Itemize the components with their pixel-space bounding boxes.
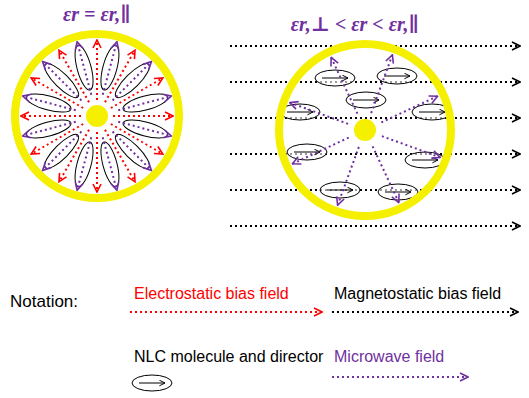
coaxial-cross-section: εr = εr,∥ [10, 29, 184, 203]
coaxial-cross-section: εr,⊥ < εr < εr,∥ [274, 39, 456, 221]
microwave-line [23, 96, 76, 110]
electrostatic-sample [130, 311, 322, 313]
director-arrow [322, 78, 348, 79]
electrostatic-line [21, 115, 81, 117]
microwave-line [118, 96, 171, 110]
nlc-molecule [97, 44, 122, 92]
parallel-alignment-figure [280, 55, 452, 205]
microwave-sample [332, 376, 468, 378]
nlc-molecule [346, 92, 386, 108]
electrostatic-line [105, 130, 135, 182]
microwave-line [103, 42, 117, 95]
radial-alignment-figure [21, 40, 173, 192]
electrostatic-line [59, 50, 89, 102]
nlc-molecule [71, 44, 96, 92]
microwave-line [103, 137, 117, 190]
electrostatic-line [111, 124, 163, 154]
magnetostatic-line [230, 153, 520, 155]
microwave-line [23, 122, 76, 136]
director-arrow [385, 192, 411, 193]
inner-conductor [86, 105, 108, 127]
microwave-line [373, 146, 399, 202]
nlc-molecule [320, 182, 360, 198]
microwave-line [331, 57, 357, 113]
magnetostatic-line [230, 81, 520, 83]
nlc-molecule [97, 140, 122, 188]
permittivity-label: εr = εr,∥ [63, 2, 131, 26]
microwave-line [43, 62, 82, 101]
outer-conductor-ring [10, 29, 184, 203]
electrostatic-line [96, 132, 98, 192]
nlc-molecule [315, 70, 355, 86]
electrostatic-line [113, 115, 173, 117]
director-arrow [287, 112, 313, 113]
nlc-molecule [25, 90, 73, 115]
microwave-line [113, 132, 152, 171]
magnetostatic-line [230, 189, 520, 191]
microwave-line [43, 132, 82, 171]
nlc-molecule [377, 68, 417, 84]
microwave-line [338, 147, 359, 205]
director-arrow [384, 76, 410, 77]
electrostatic-line [31, 124, 83, 154]
microwave-line [77, 137, 91, 190]
outer-conductor-ring [274, 39, 456, 221]
nlc-molecule [121, 116, 169, 141]
electrostatic-line [59, 130, 89, 182]
magnetostatic-line [230, 117, 520, 119]
microwave-line [371, 55, 392, 113]
legend-text: Electrostatic bias field [134, 284, 289, 304]
legend-text: Magnetostatic bias field [334, 284, 501, 304]
legend-text: NLC molecule and director [134, 347, 323, 367]
director-arrow [412, 160, 438, 161]
electrostatic-line [105, 50, 135, 102]
magnetostatic-line [230, 225, 520, 227]
director-arrow [419, 112, 445, 113]
nlc-molecule [121, 90, 169, 115]
director-arrow [353, 100, 379, 101]
electrostatic-line [111, 78, 163, 108]
microwave-line [113, 62, 152, 101]
director-sample [139, 383, 165, 384]
director-arrow [327, 190, 353, 191]
inner-conductor [354, 119, 376, 141]
electrostatic-line [96, 40, 98, 100]
microwave-line [290, 103, 348, 124]
microwave-line [381, 96, 437, 122]
microwave-line [382, 136, 440, 157]
microwave-line [118, 122, 171, 136]
notation-heading: Notation: [10, 292, 78, 312]
legend-text: Microwave field [334, 347, 444, 367]
nlc-molecule-sample [132, 375, 172, 391]
permittivity-label: εr,⊥ < εr < εr,∥ [291, 12, 419, 36]
magnetostatic-sample [332, 311, 518, 313]
nlc-molecule [71, 140, 96, 188]
magnetostatic-field-lines [230, 46, 520, 226]
electrostatic-line [31, 78, 83, 108]
microwave-line [77, 42, 91, 95]
microwave-line [292, 138, 348, 164]
nlc-molecule [25, 116, 73, 141]
